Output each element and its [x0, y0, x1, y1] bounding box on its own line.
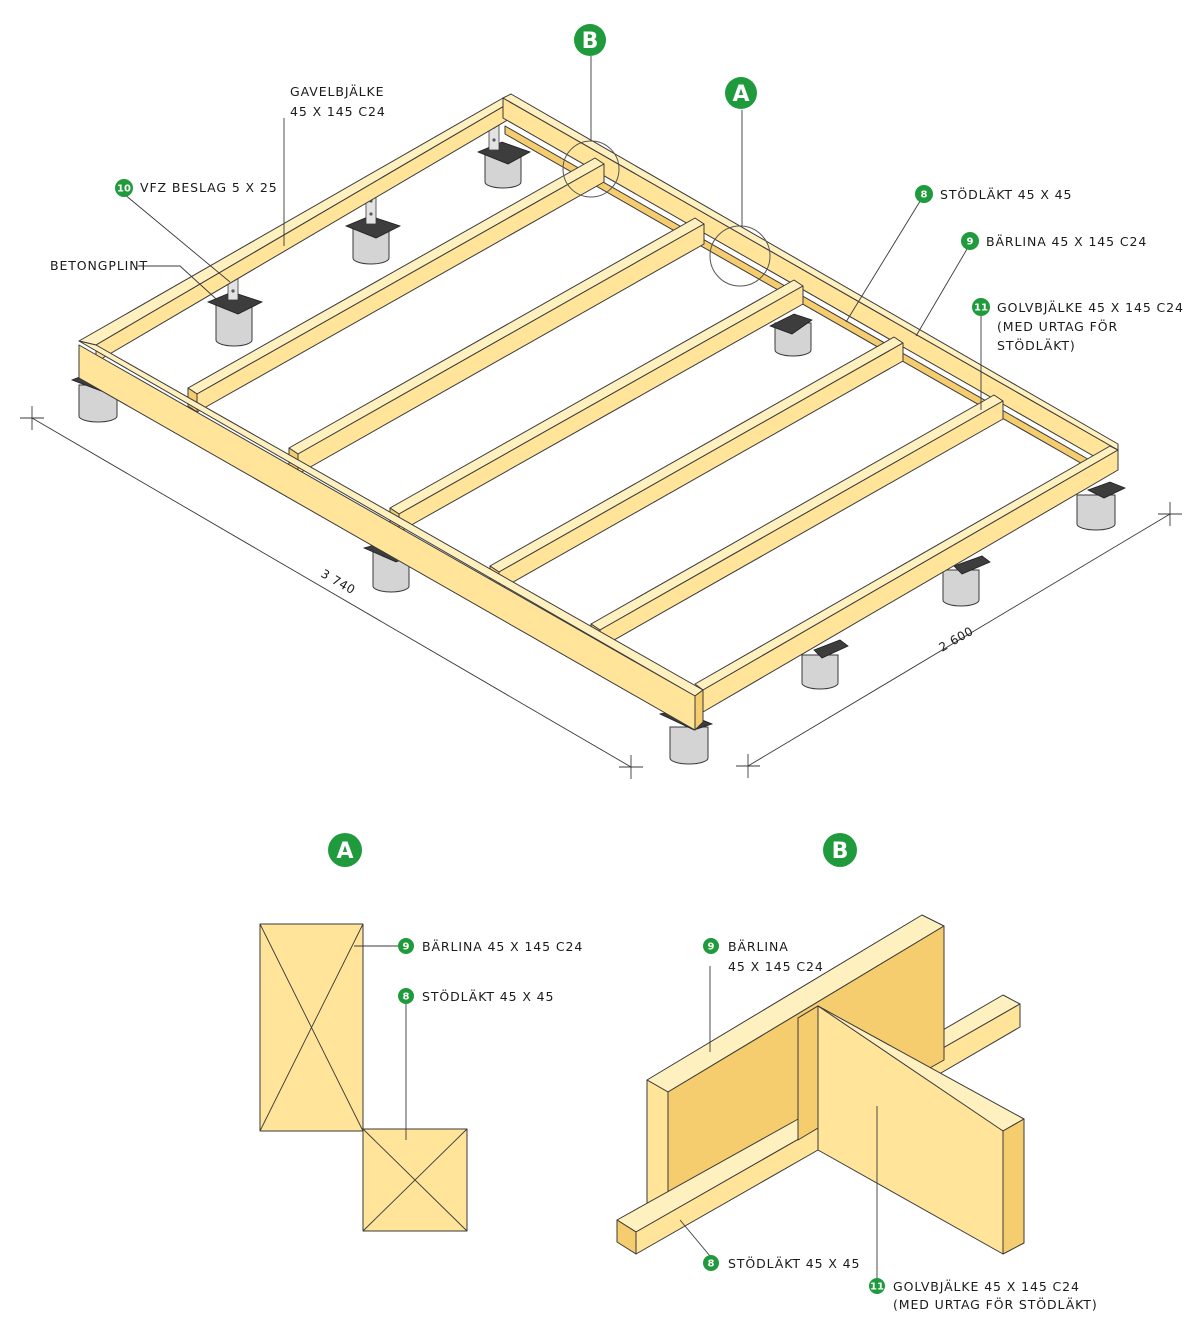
gavelbjalke-label-line1: GAVELBJÄLKE — [290, 84, 384, 99]
badge-11-icon — [972, 298, 990, 316]
detail-b-barlina-label-line2: 45 X 145 C24 — [728, 959, 824, 974]
concrete-pier — [1076, 481, 1126, 531]
detail-b-badge-11-icon — [869, 1278, 885, 1294]
concrete-pier — [476, 119, 531, 189]
barlina-label: BÄRLINA 45 X 145 C24 — [986, 234, 1147, 249]
detail-a-badge-9-icon — [398, 938, 414, 954]
golvbjalke-label-line2: (MED URTAG FÖR — [997, 318, 1118, 334]
detail-a-barlina-label: BÄRLINA 45 X 145 C24 — [422, 939, 583, 954]
detail-a: A 9 BÄRLINA 45 X 145 C24 8 STÖDLÄKT 45 X… — [259, 833, 583, 1232]
badge-8-icon — [915, 185, 933, 203]
detail-circle-a — [709, 225, 771, 287]
golvbjalke-label-line1: GOLVBJÄLKE 45 X 145 C24 — [997, 300, 1184, 315]
golvbjalke-joist — [489, 336, 904, 591]
concrete-pier — [344, 193, 402, 265]
detail-b-golvbjalke-label-line2: (MED URTAG FÖR STÖDLÄKT) — [893, 1296, 1098, 1312]
detail-circle-b — [562, 140, 620, 198]
detail-b-golvbjalke — [797, 1005, 1025, 1255]
callout-beslag: 10 VFZ BESLAG 5 X 25 — [115, 179, 278, 197]
concrete-pier — [801, 639, 849, 690]
badge-9-icon — [961, 232, 979, 250]
barlina-near — [78, 340, 704, 731]
detail-b-stodlakt-label: STÖDLÄKT 45 X 45 — [728, 1255, 860, 1271]
gavelbjalke-beam — [78, 97, 512, 363]
dimension-length: 3 740 — [20, 406, 643, 779]
detail-b-badge-icon — [823, 833, 857, 867]
golvbjalke-joist — [590, 394, 1004, 649]
floor-frame — [70, 93, 1126, 765]
callout-golvbjalke: 11 GOLVBJÄLKE 45 X 145 C24 (MED URTAG FÖ… — [972, 298, 1184, 353]
detail-b-letter: B — [832, 839, 849, 864]
beslag-label: VFZ BESLAG 5 X 25 — [140, 180, 278, 195]
badge-10-number: 10 — [117, 184, 131, 195]
detail-a-badge-8-number: 8 — [403, 992, 410, 1003]
detail-a-letter: A — [336, 839, 353, 864]
gavelbjalke-label-line2: 45 X 145 C24 — [290, 104, 386, 119]
detail-b: B 9 BÄRLINA 45 X 145 C24 — [616, 833, 1098, 1312]
stodlakt-label: STÖDLÄKT 45 X 45 — [940, 186, 1072, 202]
marker-a-letter: A — [732, 82, 749, 107]
dimension-width-label: 2 600 — [937, 624, 976, 655]
marker-b-badge-icon — [574, 24, 606, 56]
detail-a-badge-8-icon — [398, 988, 414, 1004]
detail-a-stodlakt-label: STÖDLÄKT 45 X 45 — [422, 988, 554, 1004]
concrete-pier — [942, 555, 991, 607]
golvbjalkar — [187, 157, 1004, 649]
betongplint-label: BETONGPLINT — [50, 258, 148, 273]
dimension-length-label: 3 740 — [319, 566, 358, 597]
callout-betongplint: BETONGPLINT — [50, 258, 148, 273]
marker-b: B — [574, 24, 606, 56]
golvbjalke-joist — [288, 217, 705, 475]
golvbjalke-joist — [389, 279, 804, 533]
detail-b-golvbjalke-label-line1: GOLVBJÄLKE 45 X 145 C24 — [893, 1279, 1080, 1294]
near-end-beam — [694, 445, 1119, 713]
concrete-pier — [768, 313, 813, 357]
callout-barlina: 9 BÄRLINA 45 X 145 C24 — [961, 232, 1147, 250]
marker-a: A — [725, 77, 757, 109]
badge-10-icon — [115, 179, 133, 197]
detail-b-badge-8-icon — [703, 1255, 719, 1271]
badge-8-number: 8 — [921, 190, 928, 201]
marker-b-letter: B — [582, 29, 599, 54]
detail-b-barlina-label-line1: BÄRLINA — [728, 939, 789, 954]
detail-a-badge-icon — [328, 833, 362, 867]
golvbjalke-joist — [187, 157, 605, 413]
detail-a-barlina-section — [259, 923, 364, 1132]
leader-lines — [123, 56, 982, 410]
detail-b-badge-9-number: 9 — [708, 942, 715, 953]
detail-b-badge-11-number: 11 — [870, 1282, 884, 1293]
golvbjalke-label-line3: STÖDLÄKT) — [997, 337, 1076, 353]
detail-b-badge-9-icon — [703, 938, 719, 954]
badge-11-number: 11 — [974, 303, 988, 314]
marker-a-badge-icon — [725, 77, 757, 109]
callout-gavelbjalke: GAVELBJÄLKE 45 X 145 C24 — [290, 84, 386, 119]
detail-a-badge-9-number: 9 — [403, 942, 410, 953]
detail-a-stodlakt-section — [362, 1128, 468, 1232]
badge-9-number: 9 — [967, 237, 974, 248]
callout-stodlakt: 8 STÖDLÄKT 45 X 45 — [915, 185, 1072, 203]
detail-b-badge-8-number: 8 — [708, 1259, 715, 1270]
